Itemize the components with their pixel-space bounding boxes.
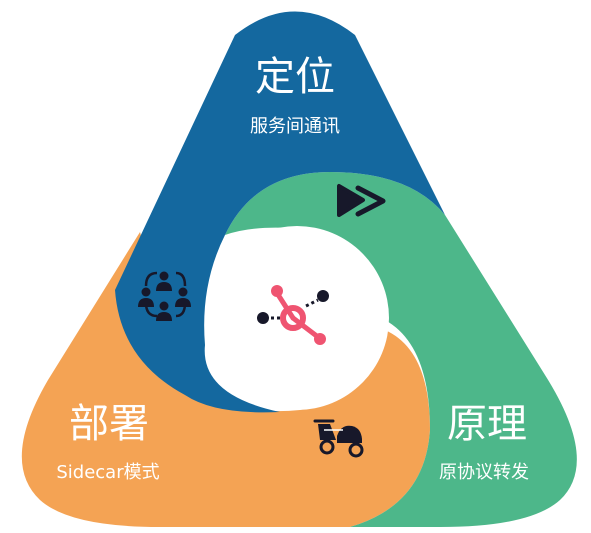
deployment-title: 部署 — [69, 401, 149, 447]
deployment-subtitle: Sidecar模式 — [56, 462, 159, 483]
sidecar-motorcycle-icon — [313, 419, 364, 458]
segment-principle — [225, 172, 577, 527]
positioning-subtitle: 服务间通讯 — [250, 116, 340, 137]
positioning-title: 定位 — [255, 54, 335, 100]
fast-forward-icon — [337, 184, 386, 217]
segment-positioning — [115, 11, 445, 413]
principle-subtitle: 原协议转发 — [439, 462, 529, 483]
service-mesh-hub-icon — [257, 285, 329, 345]
principle-title: 原理 — [447, 401, 527, 447]
team-group-icon — [138, 271, 191, 321]
